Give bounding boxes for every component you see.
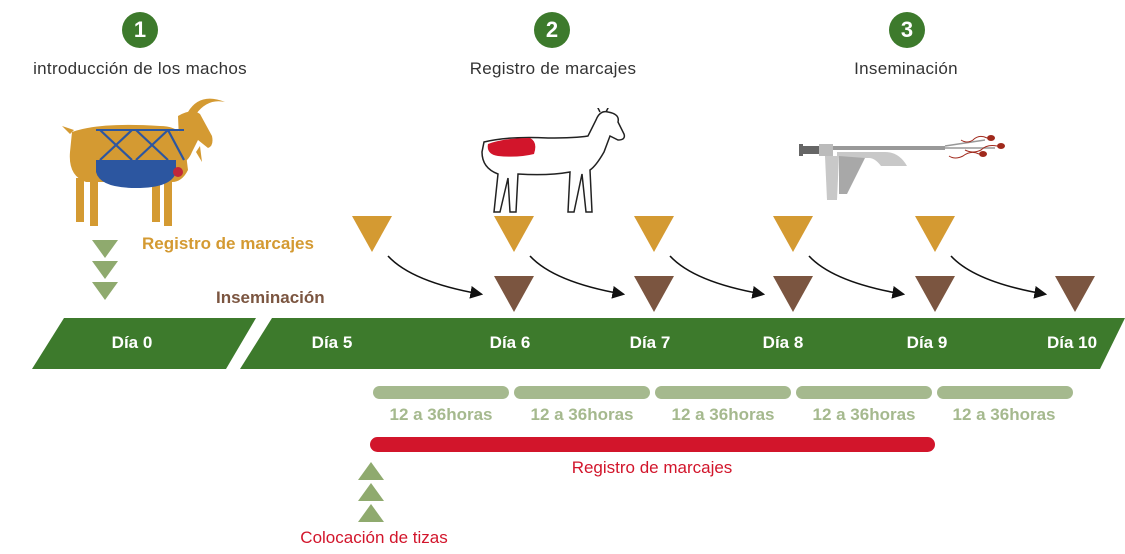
chalk-placement-triangles-icon: [358, 462, 384, 522]
insemination-triangle-day8: [773, 276, 813, 312]
marking-period-bar: [370, 437, 935, 452]
day-label-7: Día 7: [629, 333, 671, 352]
arrow-day6-to-7: [529, 255, 626, 299]
day-label-8: Día 8: [762, 333, 804, 352]
day-label-0: Día 0: [111, 333, 153, 352]
step-2-title: Registro de marcajes: [469, 59, 637, 78]
insemination-triangle-day7: [634, 276, 674, 312]
step-3-title: Inseminación: [854, 59, 958, 78]
day-label-5: Día 5: [311, 333, 353, 352]
marking-triangle-day9: [915, 216, 955, 252]
hour-window-bar-4: [796, 386, 932, 399]
legend-marking-label: Registro de marcajes: [142, 234, 314, 253]
hour-window-label-4: 12 a 36horas: [812, 405, 916, 424]
marking-triangle-day6: [494, 216, 534, 252]
marking-triangle-day5: [352, 216, 392, 252]
timeline-band: [32, 318, 1125, 369]
marking-triangle-day7: [634, 216, 674, 252]
legend-insemination-label: Inseminación: [216, 288, 325, 307]
day-label-10: Día 10: [1046, 333, 1098, 352]
insemination-gun-icon: [799, 135, 1005, 200]
day-label-6: Día 6: [489, 333, 531, 352]
hour-window-label-5: 12 a 36horas: [952, 405, 1056, 424]
arrow-day7-to-8: [669, 255, 766, 299]
hour-window-bar-3: [655, 386, 791, 399]
step-1-number: 1: [122, 12, 158, 48]
hour-window-label-3: 12 a 36horas: [671, 405, 775, 424]
hour-window-bar-2: [514, 386, 650, 399]
marking-period-label: Registro de marcajes: [571, 458, 733, 477]
marking-triangle-day8: [773, 216, 813, 252]
chevron-triangles-icon: [92, 240, 118, 300]
step-2-number: 2: [534, 12, 570, 48]
day-label-9: Día 9: [906, 333, 948, 352]
hour-window-bar-1: [373, 386, 509, 399]
goat-outline-icon: [481, 108, 626, 213]
step-1-title: introducción de los machos: [33, 59, 247, 78]
insemination-triangle-day9: [915, 276, 955, 312]
chalk-placement-label: Colocación de tizas: [300, 528, 448, 547]
insemination-triangle-day10: [1055, 276, 1095, 312]
hour-window-label-1: 12 a 36horas: [389, 405, 493, 424]
arrow-day9-to-10: [950, 255, 1048, 299]
insemination-triangle-day6: [494, 276, 534, 312]
hour-window-bar-5: [937, 386, 1073, 399]
arrow-day5-to-6: [387, 255, 484, 299]
goat-with-apron-icon: [62, 98, 225, 226]
hour-window-label-2: 12 a 36horas: [530, 405, 634, 424]
step-3-number: 3: [889, 12, 925, 48]
arrow-day8-to-9: [808, 255, 906, 299]
